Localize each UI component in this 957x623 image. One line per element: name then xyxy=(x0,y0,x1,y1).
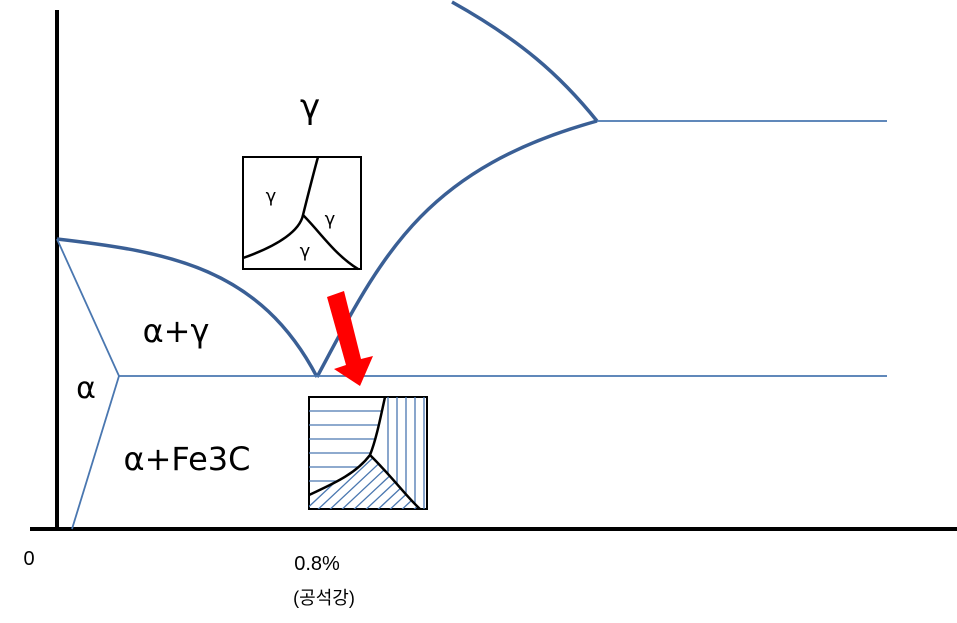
region-label-gamma: γ xyxy=(300,87,320,127)
lamella-diagonal xyxy=(383,455,420,509)
austenite-grain-label-right: γ xyxy=(325,209,336,230)
lamella-diagonal xyxy=(432,440,512,515)
region-label-alpha-gamma: α+γ xyxy=(143,312,210,350)
lamella-diagonal xyxy=(311,455,393,509)
alpha-solvus-line xyxy=(71,375,120,530)
lamella-diagonal xyxy=(419,455,420,509)
pearlite-colony-boundary-branch xyxy=(369,454,421,510)
acm-line xyxy=(451,0,599,123)
region-label-alpha-fe3c: α+Fe3C xyxy=(124,440,251,478)
cooling-arrow-icon xyxy=(327,291,373,386)
a3-line xyxy=(56,237,319,378)
lamella-diagonal xyxy=(335,455,417,509)
eutectoid-steel-label: (공석강) xyxy=(293,588,355,608)
austenite-grain-label-bottom: γ xyxy=(300,241,311,262)
region-label-alpha: α xyxy=(76,371,96,406)
lamella-diagonal xyxy=(395,455,420,509)
austenite-grain-label-top-left: γ xyxy=(266,186,277,207)
eutectoid-composition-label: 0.8% xyxy=(294,553,340,575)
origin-label: 0 xyxy=(23,548,34,570)
austenite-grain-boundary-branch xyxy=(302,214,359,271)
lamella-diagonal xyxy=(323,455,405,509)
pearlite-lamellae-vertical xyxy=(387,397,425,509)
alpha-gamma-boundary xyxy=(56,238,120,377)
lamella-diagonal xyxy=(347,455,420,509)
pearlite-microstructure-inset xyxy=(308,396,512,515)
austenite-microstructure-inset: γ γ γ xyxy=(242,156,362,271)
